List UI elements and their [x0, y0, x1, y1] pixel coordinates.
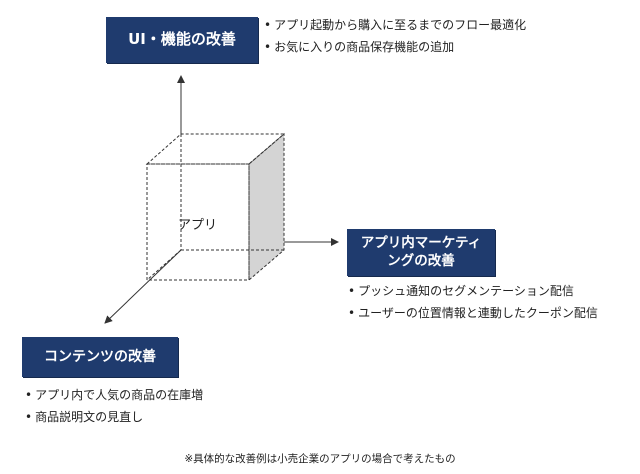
- content-title: コンテンツの改善: [44, 348, 156, 365]
- bullet-item: ユーザーの位置情報と連動したクーポン配信: [348, 307, 598, 319]
- ui-function-title: UI・機能の改善: [128, 30, 236, 49]
- content-box: コンテンツの改善: [22, 337, 178, 377]
- cube-top-face: [145, 133, 286, 165]
- marketing-bullets: プッシュ通知のセグメンテーション配信 ユーザーの位置情報と連動したクーポン配信: [348, 285, 598, 329]
- bullet-item: アプリ起動から購入に至るまでのフロー最適化: [264, 19, 526, 31]
- ui-function-box: UI・機能の改善: [106, 17, 258, 63]
- cube-label: アプリ: [178, 218, 218, 233]
- marketing-box: アプリ内マーケティ ングの改善: [347, 229, 495, 276]
- content-bullets: アプリ内で人気の商品の在庫増 商品説明文の見直し: [25, 389, 203, 433]
- bullet-item: お気に入りの商品保存機能の追加: [264, 41, 526, 53]
- marketing-title-line-2: ングの改善: [387, 252, 455, 269]
- cube-side-face: [248, 132, 285, 282]
- footnote: ※具体的な改善例は小売企業のアプリの場合で考えたもの: [184, 453, 456, 465]
- bullet-item: 商品説明文の見直し: [25, 411, 203, 423]
- arrow-down-left: [104, 249, 182, 324]
- marketing-title-line-1: アプリ内マーケティ: [360, 234, 482, 251]
- cube: [145, 132, 286, 282]
- ui-function-bullets: アプリ起動から購入に至るまでのフロー最適化 お気に入りの商品保存機能の追加: [264, 19, 526, 63]
- bullet-item: アプリ内で人気の商品の在庫増: [25, 389, 203, 401]
- bullet-item: プッシュ通知のセグメンテーション配信: [348, 285, 598, 297]
